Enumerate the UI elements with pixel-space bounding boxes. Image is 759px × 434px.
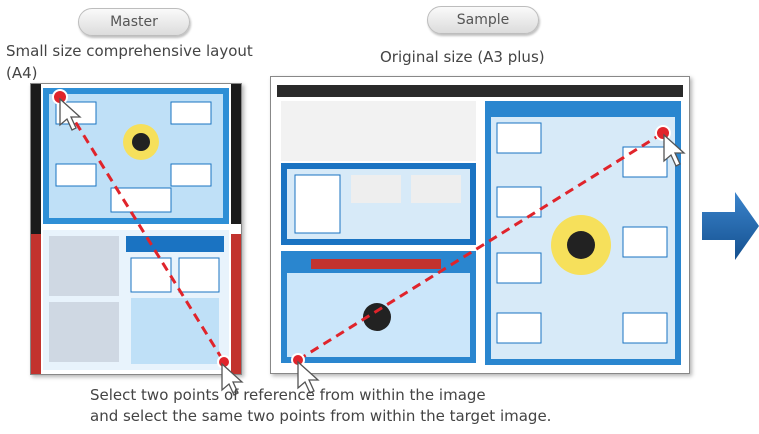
cursor-icon: [663, 133, 686, 167]
sample-document-image[interactable]: [270, 76, 690, 374]
master-document-image[interactable]: [30, 83, 242, 375]
sample-layout-illustration: [271, 77, 689, 373]
master-caption: Small size comprehensive layout (A4): [6, 42, 253, 82]
next-arrow-icon: [702, 192, 759, 260]
cursor-icon: [221, 362, 244, 396]
sample-reference-line: [297, 131, 664, 362]
instruction-line-1: Select two points of reference from with…: [90, 386, 486, 404]
instruction-text: Select two points of reference from with…: [90, 385, 551, 427]
sample-label: Sample: [427, 6, 539, 34]
cursor-icon: [59, 97, 82, 131]
master-layout-illustration: [31, 84, 241, 374]
master-reference-line: [58, 96, 226, 363]
master-label: Master: [78, 8, 190, 36]
sample-caption: Original size (A3 plus): [380, 48, 545, 66]
cursor-icon: [297, 360, 320, 394]
instruction-line-2: and select the same two points from with…: [90, 407, 552, 425]
